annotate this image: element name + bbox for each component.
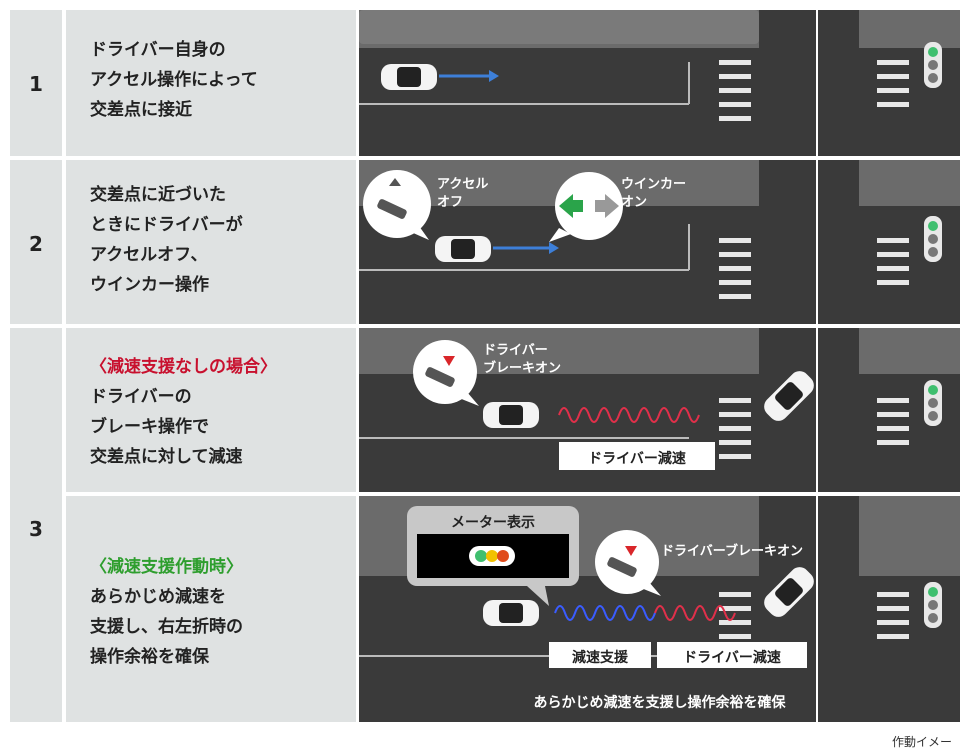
row3a-line: ドライバーの <box>90 387 192 407</box>
brake-on-label: ドライバーブレーキオン <box>661 544 803 559</box>
blue-wave <box>554 605 656 621</box>
meter-display <box>407 506 579 606</box>
row2-text-cell <box>66 160 356 324</box>
row3a-line: 交差点に対して減速 <box>90 447 243 467</box>
row3-num-cell <box>10 328 62 722</box>
traffic-light-icon <box>924 380 942 426</box>
car-icon <box>483 600 539 626</box>
pedal-icon <box>363 170 431 240</box>
row3b-text-cell <box>66 496 356 722</box>
brake-on-label: ドライバー ブレーキオン <box>483 342 561 378</box>
row2-number: 2 <box>29 232 43 256</box>
car-icon <box>483 402 539 428</box>
meter-title: メーター表示 <box>451 515 535 531</box>
row3a-heading: 〈減速支援なしの場合〉 <box>90 357 277 377</box>
row3a-line: ブレーキ操作で <box>90 417 209 437</box>
row3b-line: 支援し、右左折時の <box>90 617 243 637</box>
brake-on-line: ブレーキオン <box>483 361 562 376</box>
row3a-text-cell <box>66 328 356 492</box>
row1-number: 1 <box>29 72 43 96</box>
row2-line: ときにドライバーが <box>90 215 243 235</box>
blinker-on-label: ウインカー オン <box>621 176 686 212</box>
car-icon <box>435 236 491 262</box>
traffic-light-icon <box>924 582 942 628</box>
row1-text-cell <box>66 10 356 156</box>
turning-car-icon <box>764 371 814 421</box>
row3b-line: あらかじめ減速を <box>90 587 226 607</box>
row2-num-cell <box>10 160 62 324</box>
brake-on-line: ドライバー <box>483 343 548 358</box>
row3a-description: 〈減速支援なしの場合〉 ドライバーの ブレーキ操作で 交差点に対して減速 <box>90 352 277 472</box>
row1-num-cell <box>10 10 62 156</box>
image-caption: 作動イメー <box>891 735 952 749</box>
scene2-illustration: アクセル オフ ウインカー オン <box>359 160 960 324</box>
turning-car-icon <box>764 567 814 617</box>
row1-line: 交差点に接近 <box>90 100 192 120</box>
pedal-icon <box>413 340 479 406</box>
row1-line: アクセル操作によって <box>90 70 258 90</box>
accel-off-line: オフ <box>437 195 464 210</box>
car-icon <box>381 64 437 90</box>
accel-off-line: アクセル <box>437 177 489 192</box>
red-wave <box>558 407 700 423</box>
row2-line: アクセルオフ、 <box>90 245 208 265</box>
row2-line: 交差点に近づいた <box>90 185 226 205</box>
accel-off-label: アクセル オフ <box>437 176 488 212</box>
assist-label: 減速支援 <box>572 650 628 666</box>
row2-line: ウインカー操作 <box>90 275 209 295</box>
row1-description: ドライバー自身の アクセル操作によって 交差点に接近 <box>90 35 258 125</box>
row2-description: 交差点に近づいた ときにドライバーが アクセルオフ、 ウインカー操作 <box>90 180 243 300</box>
red-wave <box>654 605 736 621</box>
driver-decel-label: ドライバー減速 <box>683 650 781 666</box>
row3b-heading: 〈減速支援作動時〉 <box>90 557 243 577</box>
traffic-light-icon <box>924 42 942 88</box>
driver-decel-label: ドライバー減速 <box>588 451 686 467</box>
scene3b-illustration: メーター表示 ドライバーブレーキオン 減速支援 ドライバー減速 あらかじめ減速を… <box>359 496 960 722</box>
bottom-summary: あらかじめ減速を支援し操作余裕を確保 <box>533 695 786 711</box>
pedal-icon <box>595 530 661 596</box>
traffic-light-icon <box>924 216 942 262</box>
scene1-illustration <box>359 10 960 156</box>
blinker-arrow-icon <box>549 172 623 242</box>
row3b-description: 〈減速支援作動時〉 あらかじめ減速を 支援し、右左折時の 操作余裕を確保 <box>90 552 243 672</box>
scene3a-illustration: ドライバー ブレーキオン ドライバー減速 <box>359 328 960 492</box>
blinker-on-line: オン <box>621 195 648 210</box>
row3b-line: 操作余裕を確保 <box>90 647 209 667</box>
row3-number: 3 <box>29 517 43 541</box>
row1-line: ドライバー自身の <box>90 40 226 60</box>
blinker-on-line: ウインカー <box>621 177 687 192</box>
